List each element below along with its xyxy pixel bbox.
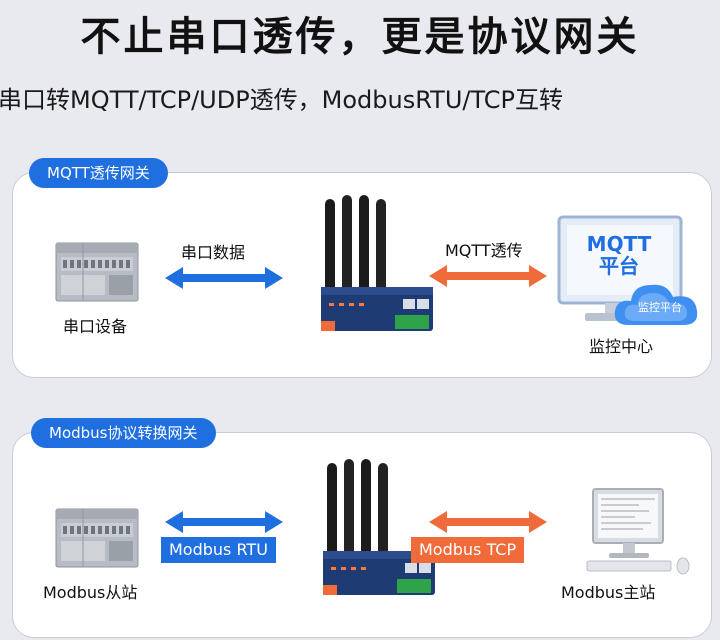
mqtt-gateway-panel: MQTT透传网关 串口设备 串口数据 MQTT透传	[12, 158, 712, 378]
mqtt-panel-tag: MQTT透传网关	[29, 158, 168, 188]
router-icon	[323, 459, 435, 595]
mqtt-screen-line2: 平台	[599, 254, 639, 278]
router-icon	[321, 195, 433, 331]
cloud-icon	[614, 284, 698, 325]
modbus-master-label: Modbus主站	[561, 583, 656, 602]
mqtt-screen-line1: MQTT	[586, 232, 652, 256]
modbus-rtu-pill: Modbus RTU	[161, 537, 276, 563]
modbus-slave-label: Modbus从站	[43, 583, 138, 602]
double-arrow-icon	[429, 265, 547, 287]
mqtt-transparent-label: MQTT透传	[445, 241, 523, 260]
modbus-panel-tag: Modbus协议转换网关	[31, 418, 216, 448]
serial-data-label: 串口数据	[181, 243, 246, 262]
modbus-gateway-panel: Modbus协议转换网关 Modbus从站 Modbus RTU	[12, 418, 712, 638]
double-arrow-icon	[429, 511, 547, 533]
computer-icon	[586, 488, 690, 575]
serial-device-label: 串口设备	[63, 317, 128, 336]
plc-icon	[55, 508, 139, 568]
double-arrow-icon	[165, 267, 283, 289]
modbus-tcp-pill: Modbus TCP	[411, 537, 525, 563]
mqtt-platform-title: MQTT 平台	[579, 233, 659, 277]
cloud-platform-label: 监控平台	[638, 301, 682, 314]
subheadline: 串口转MQTT/TCP/UDP透传，ModbusRTU/TCP互转	[0, 86, 563, 114]
headline: 不止串口透传，更是协议网关	[80, 14, 640, 60]
plc-icon	[55, 242, 139, 302]
double-arrow-icon	[165, 511, 283, 533]
monitoring-center-label: 监控中心	[589, 337, 654, 356]
